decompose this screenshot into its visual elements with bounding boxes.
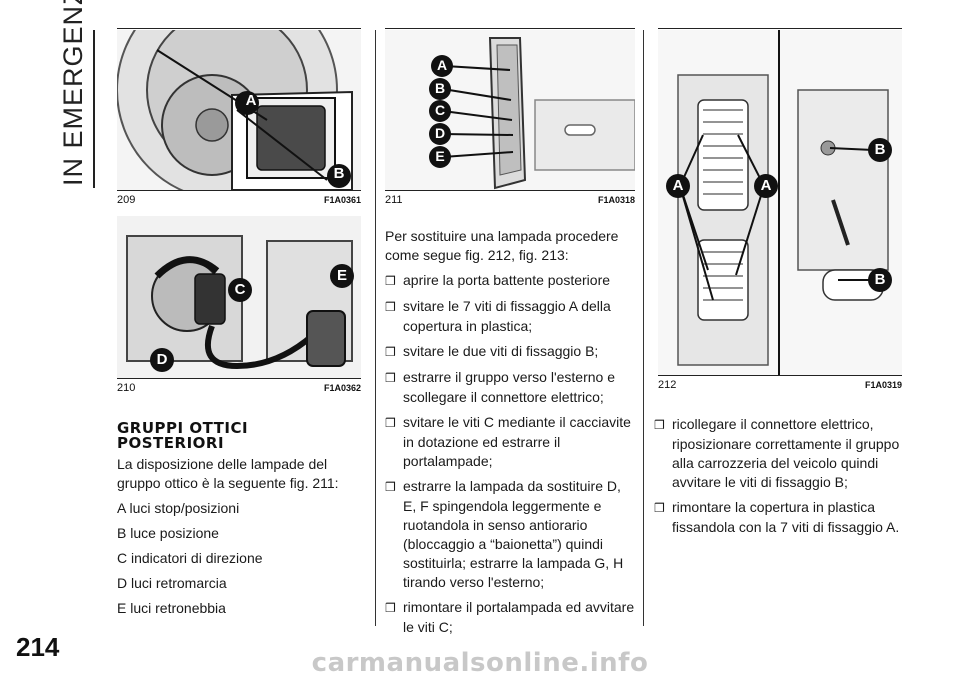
lamp-item-c: C indicatori di direzione <box>117 550 263 566</box>
heading-line-1: GRUPPI OTTICI <box>117 419 249 437</box>
lamp-item-e: E luci retronebbia <box>117 600 226 616</box>
figure-211-illustration <box>385 30 635 190</box>
column-2-text: Per sostituire una lampada procedere com… <box>385 227 637 643</box>
figure-210-number: 210 <box>117 382 136 394</box>
figure-209-illustration <box>117 30 361 190</box>
figure-212-label-a-left: A <box>672 177 684 194</box>
figure-211-number: 211 <box>385 194 403 206</box>
intro-paragraph: La disposizione delle lampade del gruppo… <box>117 456 339 491</box>
figure-209-label-b: B <box>333 165 345 182</box>
column-3-text: ❒ricollegare il connettore elettrico, ri… <box>654 415 908 543</box>
figure-212-code: F1A0319 <box>864 380 902 390</box>
figure-211-code: F1A0318 <box>597 195 635 205</box>
step-8: ❒ricollegare il connettore elettrico, ri… <box>654 416 900 490</box>
step-3: ❒svitare le due viti di fissaggio B; <box>385 343 599 359</box>
step-9: ❒rimontare la copertura in plastica fiss… <box>654 499 900 535</box>
section-rule <box>93 30 95 188</box>
figure-211-label-c: C <box>434 102 446 118</box>
figure-211-label-b: B <box>434 80 446 96</box>
figure-210-label-c: C <box>234 281 246 298</box>
figure-209-number: 209 <box>117 194 136 206</box>
step-2: ❒svitare le 7 viti di fissaggio A della … <box>385 298 611 334</box>
figure-212-label-b-top: B <box>874 141 886 158</box>
procedure-intro: Per sostituire una lampada procedere com… <box>385 228 619 263</box>
lamp-item-d: D luci retromarcia <box>117 575 227 591</box>
figure-210: C D E 210 F1A0362 <box>117 214 361 394</box>
figure-211-label-d: D <box>434 125 446 141</box>
figure-211-label-e: E <box>435 148 445 164</box>
figure-212-label-b-bottom: B <box>874 271 886 288</box>
section-title: IN EMERGENZA <box>58 0 88 186</box>
figure-209: A B 209 F1A0361 <box>117 28 361 208</box>
step-7: ❒rimontare il portalampada ed avvitare l… <box>385 599 635 635</box>
figure-212: A A B B 212 F1A0319 <box>658 28 902 398</box>
figure-211: A B C D E 211 F1A0318 <box>385 28 635 208</box>
heading-line-2: POSTERIORI <box>117 434 225 452</box>
step-1: ❒aprire la porta battente posteriore <box>385 272 611 288</box>
figure-210-code: F1A0362 <box>323 383 361 393</box>
column-1-text: La disposizione delle lampade del gruppo… <box>117 455 365 624</box>
figure-209-code: F1A0361 <box>323 195 361 205</box>
lamp-item-b: B luce posizione <box>117 525 219 541</box>
figure-212-label-a-right: A <box>760 177 772 194</box>
step-5: ❒svitare le viti C mediante il cacciavit… <box>385 414 631 469</box>
step-6: ❒estrarre la lampada da sostituire D, E,… <box>385 478 624 590</box>
column-divider-2 <box>643 30 644 626</box>
section-heading: GRUPPI OTTICI POSTERIORI <box>117 421 357 451</box>
figure-212-number: 212 <box>658 379 677 391</box>
column-divider-1 <box>375 30 376 626</box>
step-4: ❒estrarre il gruppo verso l'esterno e sc… <box>385 369 615 405</box>
figure-210-label-d: D <box>156 351 168 368</box>
lamp-item-a: A luci stop/posizioni <box>117 500 240 516</box>
figure-212-illustration <box>658 30 902 375</box>
page-number: 214 <box>16 632 60 662</box>
figure-210-illustration <box>117 216 361 378</box>
figure-209-label-a: A <box>245 92 257 109</box>
figure-210-label-e: E <box>336 267 347 284</box>
watermark: carmanualsonline.info <box>311 648 649 678</box>
figure-211-label-a: A <box>436 57 448 73</box>
